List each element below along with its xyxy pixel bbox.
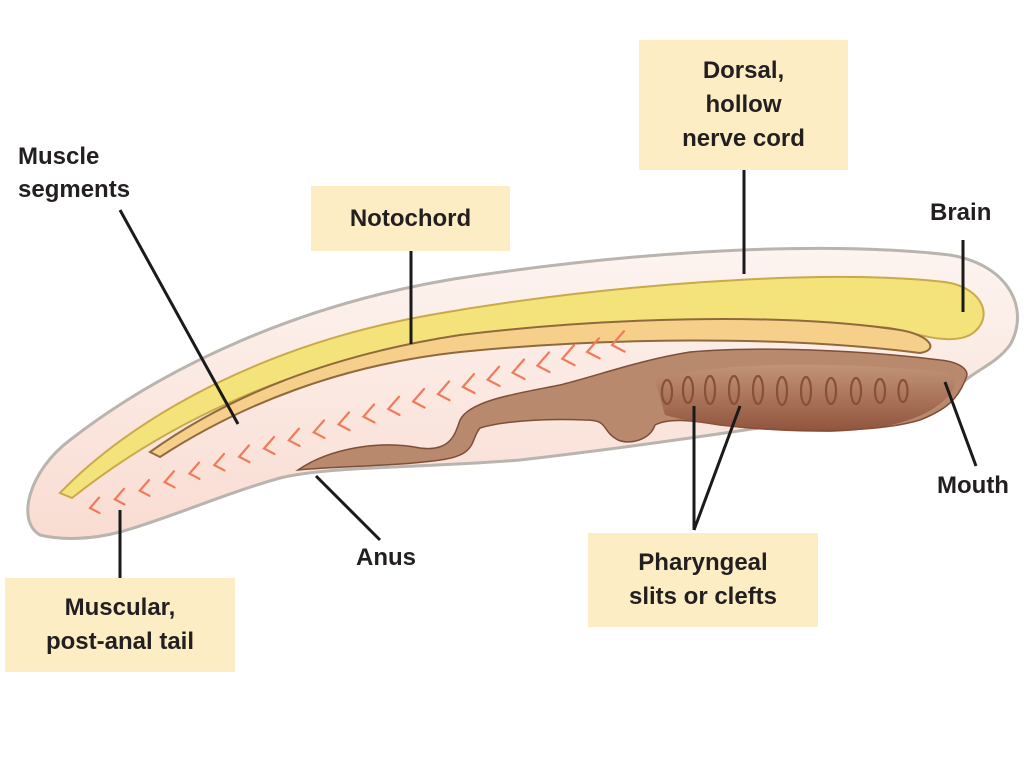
- leader-anus: [314, 474, 382, 542]
- muscle-segment-chevron: [361, 403, 376, 424]
- muscle-segment-chevron: [411, 387, 426, 409]
- muscle-segment-chevron: [610, 330, 626, 353]
- muscle-segment-chevron: [287, 427, 301, 447]
- muscle-segment-chevron: [262, 435, 276, 456]
- label-post-anal-tail: Muscular, post-anal tail: [5, 578, 235, 672]
- muscle-segment-chevron: [237, 444, 251, 464]
- muscle-segment-chevron: [336, 411, 351, 432]
- label-pharyngeal-slits: Pharyngeal slits or clefts: [588, 533, 818, 627]
- muscle-segment-chevron: [137, 478, 151, 497]
- label-anus: Anus: [356, 544, 416, 571]
- leader-muscle-segments: [118, 209, 240, 425]
- muscle-segment-chevron: [386, 395, 401, 417]
- leader-mouth: [943, 381, 978, 467]
- label-notochord: Notochord: [311, 186, 510, 251]
- muscle-segment-chevron: [311, 419, 326, 440]
- leader-lines: [118, 170, 978, 578]
- muscle-segment-chevrons: [88, 330, 626, 515]
- muscle-segment-chevron: [162, 470, 176, 489]
- label-muscle-segments: Muscle segments: [18, 143, 131, 203]
- muscle-segment-chevron: [510, 358, 526, 381]
- muscle-segment-chevron: [461, 372, 476, 395]
- muscle-segment-chevron: [212, 452, 226, 472]
- muscle-segment-chevron: [113, 487, 126, 506]
- muscle-segment-chevron: [187, 461, 201, 480]
- muscle-segment-chevron: [585, 337, 601, 360]
- leader-slit-2: [692, 405, 742, 531]
- muscle-segment-chevron: [535, 351, 551, 374]
- muscle-segment-chevron: [88, 496, 101, 515]
- label-dorsal-nerve-cord: Dorsal, hollow nerve cord: [639, 40, 848, 170]
- notochord-shape: [148, 318, 932, 459]
- label-mouth: Mouth: [937, 472, 1009, 499]
- label-brain: Brain: [930, 199, 992, 226]
- muscle-segment-chevron: [436, 380, 451, 402]
- pharyngeal-slits-group: [660, 374, 909, 407]
- muscle-segment-chevron: [485, 365, 501, 388]
- muscle-segment-chevron: [560, 344, 576, 367]
